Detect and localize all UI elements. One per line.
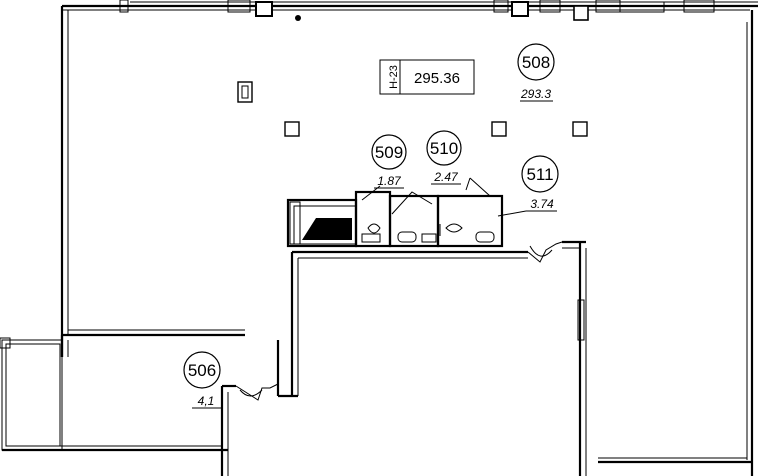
- room-509-label: 509 1.87: [371, 134, 407, 189]
- room-506-label: 506 4,1: [183, 351, 222, 409]
- label-tag: Н-23 295.36: [379, 59, 475, 95]
- column: [491, 121, 507, 137]
- room-area: 1.87: [377, 174, 402, 188]
- room-area: 3.74: [530, 197, 554, 211]
- inner-walls: [60, 240, 587, 476]
- room-number: 511: [526, 165, 553, 184]
- outer-walls: [60, 1, 758, 476]
- room-number: 510: [430, 139, 458, 158]
- room-number: 508: [522, 53, 550, 72]
- room-number: 509: [375, 143, 403, 162]
- room-number: 506: [188, 361, 216, 380]
- sanitary-block: [286, 177, 504, 248]
- room-508-label: 508 293.3: [517, 43, 555, 102]
- room-area: 293.3: [520, 87, 551, 101]
- tag-value: 295.36: [414, 70, 460, 87]
- column: [237, 81, 253, 103]
- room-area: 4,1: [198, 394, 215, 408]
- room-510-label: 510 2.47: [426, 130, 462, 185]
- column: [284, 121, 300, 137]
- room-area: 2.47: [433, 170, 459, 184]
- column: [572, 121, 588, 137]
- room-506-outline: [0, 337, 228, 452]
- tag-code: Н-23: [388, 65, 400, 89]
- columns: [237, 81, 588, 137]
- doors: [235, 241, 563, 401]
- room-511-label: 511 3.74: [497, 155, 559, 217]
- top-wall-elements: [119, 0, 715, 21]
